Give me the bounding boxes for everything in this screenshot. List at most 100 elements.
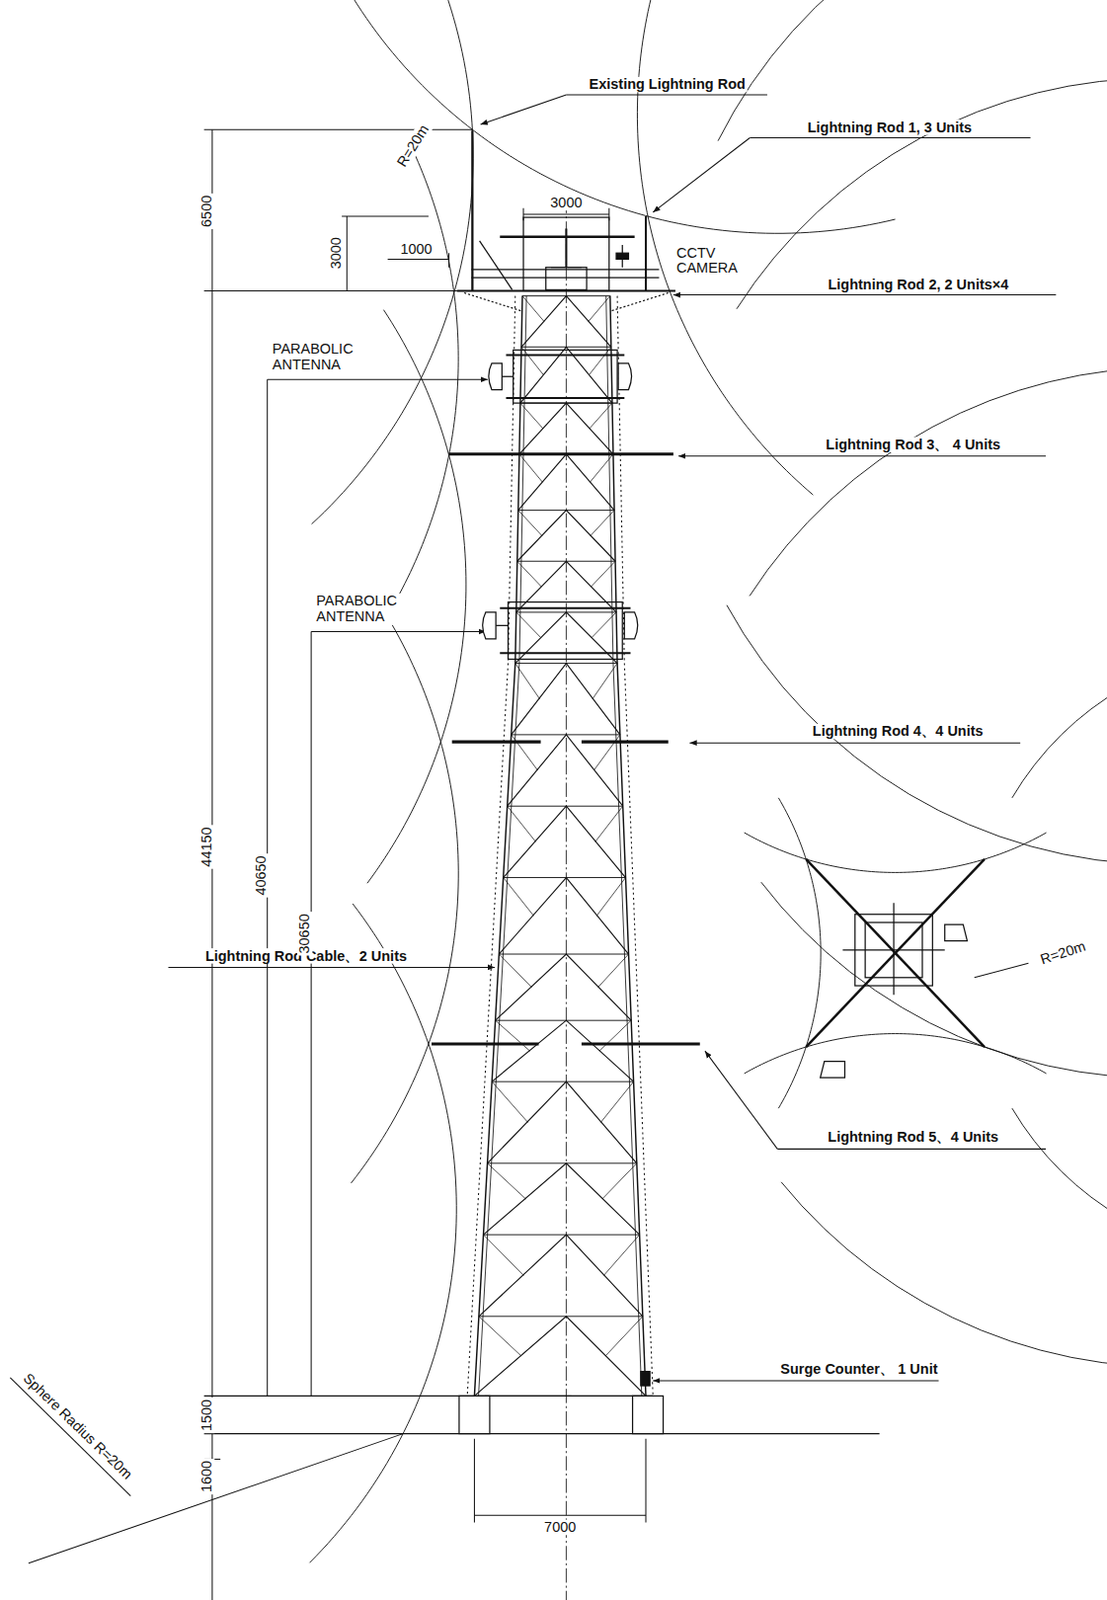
drawing-stroke (467, 296, 653, 1397)
drawing-stroke (805, 859, 985, 1047)
dimension-label: 6500 (199, 193, 216, 230)
drawing-stroke (565, 198, 567, 1600)
drawing-stroke (431, 1041, 539, 1045)
drawing-stroke (644, 216, 647, 291)
drawing-stroke (519, 402, 614, 455)
drawing-stroke (588, 346, 611, 375)
component-label: PARABOLIC ANTENNA (270, 341, 394, 374)
drawing-stroke (805, 859, 985, 1078)
drawing-stroke (495, 1020, 531, 1051)
component-label: PARABOLIC ANTENNA (314, 593, 437, 626)
drawing-stroke (513, 349, 618, 403)
drawing-stroke (546, 267, 587, 291)
drawing-stroke (478, 1234, 643, 1317)
drawing-stroke (805, 859, 985, 1047)
drawing-stroke (499, 607, 631, 610)
drawing-stroke (974, 962, 1029, 977)
drawing-stroke (632, 1395, 664, 1433)
drawing-stroke (204, 1395, 654, 1397)
drawing-stroke (602, 1163, 637, 1199)
drawing-stroke (28, 1433, 403, 1564)
drawing-stroke (820, 1061, 846, 1079)
drawing-stroke (505, 354, 625, 357)
drawing-stroke (523, 213, 610, 215)
drawing-stroke (644, 1438, 646, 1523)
drawing-stroke (479, 240, 513, 291)
drawing-stroke (487, 1081, 637, 1164)
drawing-stroke (478, 1316, 522, 1356)
drawing-stroke (521, 346, 544, 375)
drawing-stroke (9, 94, 1056, 1564)
drawing-stroke (595, 805, 624, 842)
drawing-stroke (501, 376, 513, 378)
drawing-stroke (945, 924, 968, 942)
drawing-stroke (483, 1163, 640, 1235)
drawing-stroke (482, 349, 638, 659)
drawing-stroke (507, 805, 537, 842)
dimension-label: 30650 (297, 911, 314, 955)
drawing-stroke (267, 379, 488, 381)
drawing-stroke (564, 228, 567, 267)
drawing-stroke (394, 140, 460, 605)
drawing-stroke (652, 137, 750, 212)
drawing-stroke (495, 625, 508, 627)
drawing-stroke (474, 1316, 646, 1397)
part-callout: Surge Counter、 1 Unit (778, 1361, 940, 1378)
drawing-stroke (483, 1234, 640, 1236)
dimension-label: 1500 (199, 1397, 216, 1433)
drawing-stroke (892, 902, 894, 995)
drawing-stroke (596, 877, 626, 917)
drawing-stroke (503, 805, 627, 877)
drawing-stroke (523, 217, 610, 291)
drawing-stroke (464, 293, 523, 313)
part-callout: Lightning Rod 5、4 Units (825, 1129, 1001, 1146)
drawing-stroke (511, 734, 539, 771)
drawing-stroke (310, 903, 458, 1563)
component-label: CCTV CAMERA (674, 245, 755, 278)
drawing-stroke (581, 1041, 701, 1045)
drawing-stroke (310, 0, 1107, 1563)
dimension-label: 1600 (199, 1458, 216, 1495)
drawing-stroke (517, 510, 616, 562)
drawing-stroke (474, 296, 523, 1397)
drawing-stroke (452, 740, 542, 744)
drawing-stroke (495, 953, 633, 1021)
dimension-label: 44150 (199, 824, 216, 869)
drawing-stroke (618, 363, 632, 391)
drawing-stroke (590, 510, 615, 537)
drawing-stroke (351, 596, 460, 1184)
drawing-stroke (640, 1371, 650, 1386)
drawing-stroke (341, 216, 429, 218)
drawing-stroke (498, 877, 629, 954)
drawing-stroke (167, 966, 495, 968)
drawing-stroke (581, 740, 669, 744)
drawing-stroke (457, 130, 676, 312)
dimension-label: 7000 (542, 1519, 578, 1536)
drawing-stroke (488, 363, 502, 391)
drawing-stroke (511, 663, 621, 735)
drawing-stroke (519, 454, 543, 482)
part-callout: Lightning Rod 4、4 Units (810, 723, 986, 740)
drawing-stroke (491, 1020, 633, 1082)
drawing-stroke (518, 510, 543, 537)
drawing-stroke (744, 832, 1047, 872)
drawing-stroke (311, 632, 313, 1397)
drawing-stroke (474, 1438, 475, 1523)
drawing-stroke (610, 293, 669, 313)
drawing-stroke (491, 1081, 528, 1122)
drawing-stroke (431, 454, 701, 1044)
drawing-stroke (600, 1081, 633, 1122)
drawing-stroke (467, 296, 516, 1397)
part-callout: Lightning Rod 1, 3 Units (805, 119, 974, 136)
dimension-label: 1000 (397, 240, 434, 257)
drawing-stroke (491, 1081, 633, 1083)
drawing-stroke (487, 1163, 527, 1199)
drawing-stroke (749, 367, 1107, 1367)
part-callout: Lightning Rod 2, 2 Units×4 (825, 276, 1011, 293)
drawing-stroke (503, 877, 535, 917)
drawing-stroke (589, 454, 613, 482)
drawing-stroke (474, 1395, 646, 1397)
drawing-stroke (636, 0, 813, 495)
drawing-stroke (498, 953, 532, 988)
